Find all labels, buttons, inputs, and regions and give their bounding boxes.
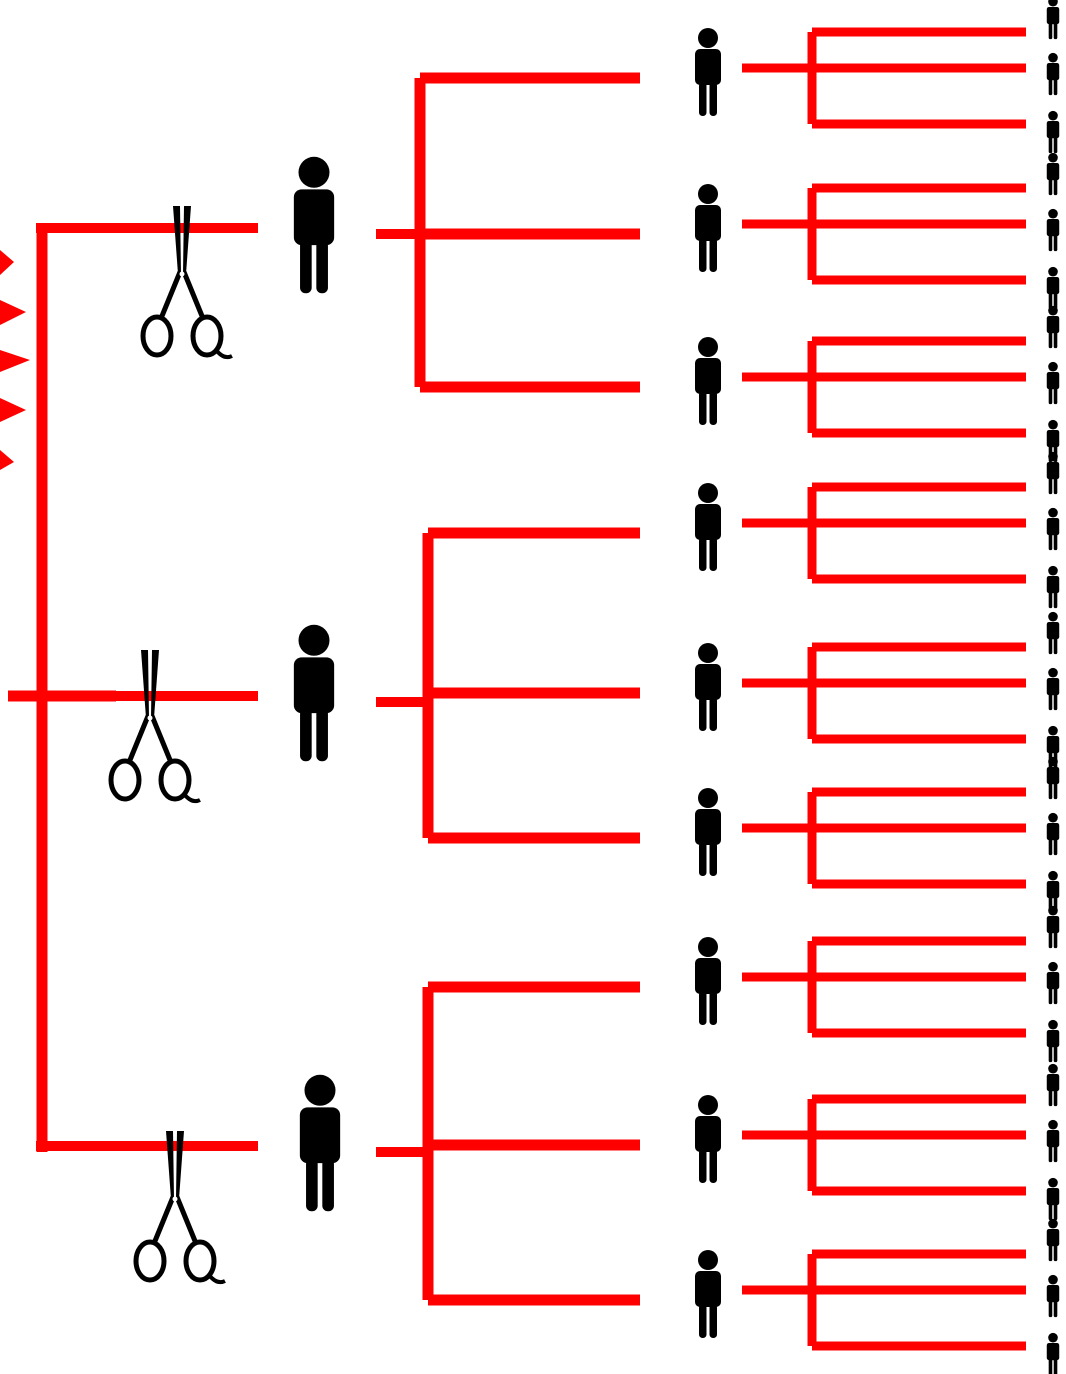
person-icon [695, 643, 721, 731]
person-icon [1046, 361, 1060, 405]
person-icon [695, 1250, 721, 1338]
person-icon [1046, 756, 1060, 800]
person-icon [695, 483, 721, 571]
person-icon [293, 624, 335, 762]
person-icon [1046, 812, 1060, 856]
person-icon [1046, 52, 1060, 96]
person-icon [1046, 1274, 1060, 1318]
person-icon [1046, 1218, 1060, 1262]
person-icon [695, 28, 721, 116]
person-icon [1046, 1019, 1060, 1063]
person-icon [1046, 1063, 1060, 1107]
person-icon [1046, 152, 1060, 196]
person-icon [293, 156, 335, 294]
person-icon [1046, 305, 1060, 349]
person-icon [1046, 1119, 1060, 1163]
scissors-icon [111, 650, 200, 801]
person-icon [1046, 1332, 1060, 1374]
scissors-icon [136, 1131, 225, 1282]
person-icon [695, 337, 721, 425]
person-icon [695, 1095, 721, 1183]
person-icon [695, 184, 721, 272]
person-icon [1046, 1177, 1060, 1221]
person-icon [1046, 507, 1060, 551]
person-icon [1046, 905, 1060, 949]
person-icon [1046, 451, 1060, 495]
person-icon [1046, 0, 1060, 40]
person-icon [1046, 110, 1060, 154]
person-icon [299, 1074, 341, 1212]
person-icon [695, 788, 721, 876]
person-icon [1046, 266, 1060, 310]
person-icon [1046, 611, 1060, 655]
person-icon [1046, 667, 1060, 711]
tree-branches [8, 27, 1026, 1351]
person-icon [695, 937, 721, 1025]
person-icon [1046, 565, 1060, 609]
starburst-icon [0, 250, 30, 470]
person-icon [1046, 961, 1060, 1005]
person-icon [1046, 208, 1060, 252]
